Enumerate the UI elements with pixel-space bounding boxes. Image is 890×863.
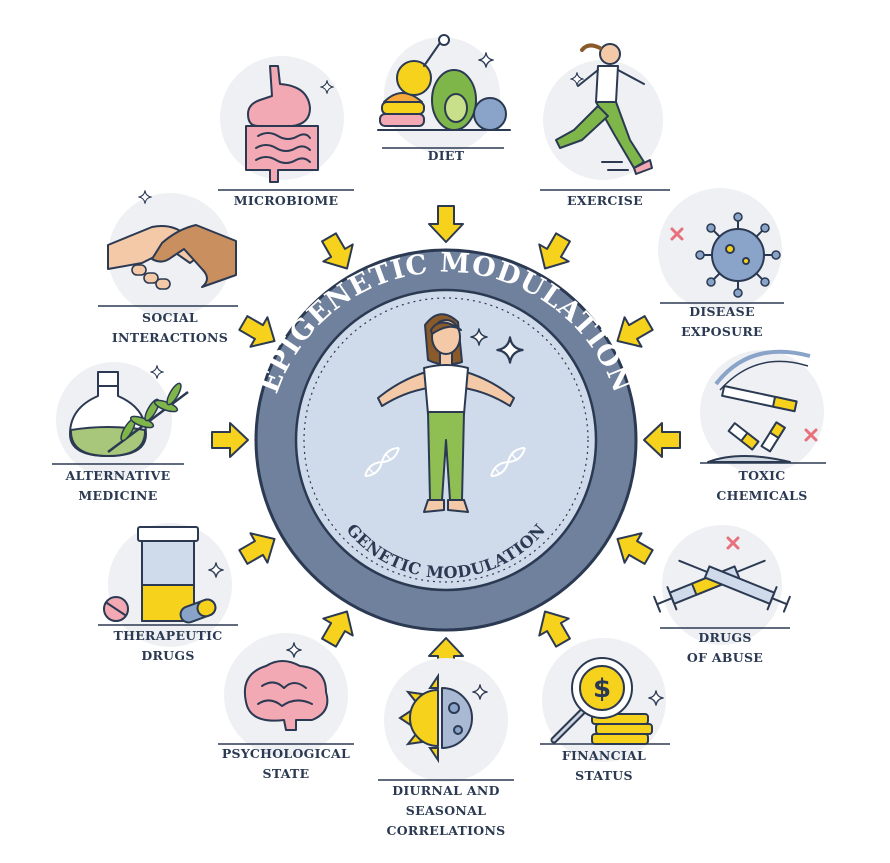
pill-bottle-icon [103, 526, 217, 624]
runner-icon [555, 43, 653, 175]
herbal-flask-icon [69, 371, 189, 457]
microbiome-label: MICROBIOME [234, 193, 339, 208]
arrow-microbiome [321, 232, 354, 270]
food-icon [377, 34, 511, 131]
arrow-disease-exposure [616, 315, 654, 348]
dna-right-icon [490, 446, 526, 478]
arrow-diet [428, 205, 464, 243]
central-hub: EPIGENETIC MODULATION GENETIC MODULATION [254, 247, 638, 632]
arrow-psychological-state [321, 610, 354, 648]
intestine-icon [245, 65, 319, 183]
virus-icon [670, 212, 781, 298]
dna-left-icon [364, 446, 400, 478]
cigarette-icon [707, 349, 818, 463]
coin-icon: $ [550, 657, 653, 745]
woman-figure-icon [377, 313, 515, 513]
arrow-exercise [538, 232, 571, 270]
sparkle-icon [150, 365, 164, 379]
syringe-icon [653, 536, 791, 613]
arrow-financial-status [538, 610, 571, 648]
arrow-drugs-of-abuse [616, 532, 654, 565]
exercise-label: EXERCISE [567, 193, 643, 208]
arrows-group [211, 205, 681, 675]
arrow-therapeutic-drugs [238, 532, 276, 565]
diet-label: DIET [428, 148, 465, 163]
handshake-icon [107, 224, 237, 290]
arrow-alternative-medicine [211, 422, 249, 458]
svg-text:$: $ [593, 674, 611, 704]
sun-moon-icon [398, 672, 473, 764]
factor-icons: $ [69, 34, 818, 764]
toxic-chemicals-icon-bg [700, 350, 824, 474]
brain-icon [244, 660, 329, 731]
arrow-social-interactions [238, 315, 276, 348]
arrow-toxic-chemicals [643, 422, 681, 458]
